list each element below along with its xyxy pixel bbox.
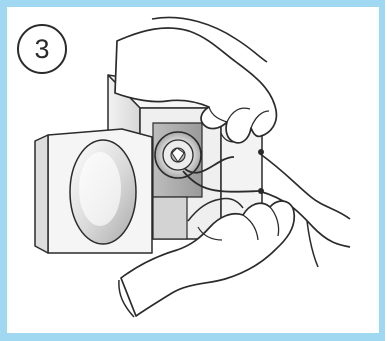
illustration-panel: 3 (7, 7, 379, 333)
step-number-badge: 3 (17, 24, 67, 74)
